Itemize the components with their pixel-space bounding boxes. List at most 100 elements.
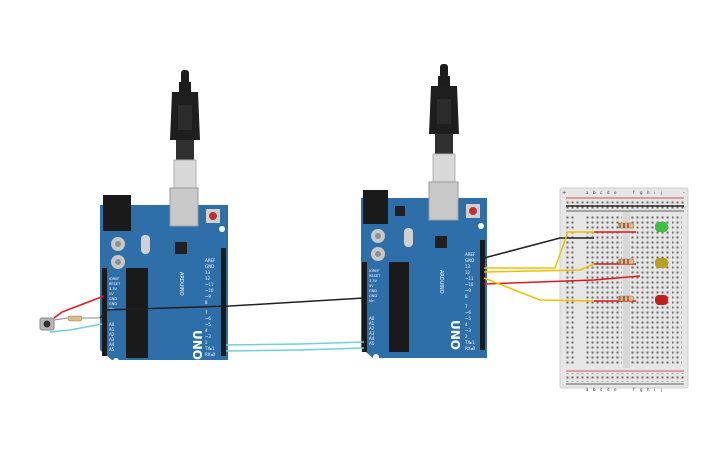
wire-gnd-breadboard[interactable] (483, 237, 594, 259)
svg-text:7: 7 (465, 304, 468, 309)
led-row-2[interactable] (594, 258, 668, 268)
wires[interactable] (49, 231, 641, 352)
svg-text:a: a (586, 190, 589, 195)
svg-text:GND: GND (465, 258, 474, 263)
svg-text:h: h (647, 387, 650, 392)
reset-button-left[interactable] (209, 212, 217, 220)
svg-text:~10: ~10 (205, 288, 214, 293)
svg-text:A0: A0 (109, 322, 115, 327)
resistor-1[interactable] (617, 222, 635, 229)
svg-text:A4: A4 (109, 342, 115, 347)
svg-text:i: i (654, 387, 655, 392)
center-channel (623, 212, 630, 368)
svg-text:g: g (640, 387, 643, 392)
ic-small-right (435, 236, 447, 248)
svg-text:3.3V: 3.3V (109, 287, 118, 291)
wire-button-signal[interactable] (49, 323, 103, 333)
svg-text:5V: 5V (369, 284, 374, 288)
power-jack-right (363, 190, 388, 224)
svg-text:i: i (654, 190, 655, 195)
power-analog-header-left[interactable] (102, 268, 107, 356)
wire-serial-2[interactable] (225, 347, 365, 352)
svg-text:12: 12 (465, 270, 471, 275)
wire-gnd-button[interactable] (99, 313, 105, 319)
svg-text:~5: ~5 (205, 322, 211, 327)
svg-text:A4: A4 (369, 336, 375, 341)
svg-text:f: f (633, 190, 635, 195)
svg-text:2: 2 (465, 334, 468, 339)
svg-text:12: 12 (205, 276, 211, 281)
svg-text:c: c (600, 387, 602, 392)
wire-red-breadboard[interactable] (483, 275, 641, 285)
svg-text:~3: ~3 (465, 328, 471, 333)
svg-text:RX◂0: RX◂0 (205, 352, 216, 357)
reset-button-right[interactable] (469, 207, 477, 215)
svg-text:13: 13 (465, 264, 471, 269)
usb-cable-left[interactable] (170, 70, 200, 189)
svg-text:3.3V: 3.3V (369, 279, 378, 283)
svg-text:AREF: AREF (205, 258, 216, 263)
svg-text:~9: ~9 (205, 294, 211, 299)
svg-text:d: d (607, 387, 610, 392)
arduino-uno-left[interactable]: UNO ARDUINO AREF GND 13 12 ~11 ~10 ~9 8 … (100, 70, 228, 364)
digital-header-left[interactable] (221, 248, 226, 356)
svg-text:8: 8 (205, 300, 208, 305)
svg-text:A2: A2 (109, 332, 115, 337)
wire-serial-1[interactable] (225, 341, 365, 346)
svg-text:a: a (586, 387, 589, 392)
digital-labels-left: AREF GND 13 12 ~11 ~10 ~9 8 7 ~6 ~5 4 ~3… (204, 258, 216, 357)
resistor-2[interactable] (617, 258, 635, 265)
arduino-uno-right[interactable]: UNO ARDUINO AREF GND 13 12 ~11 ~10 ~9 8 … (361, 64, 487, 360)
wire-ground-link[interactable] (103, 297, 365, 311)
svg-text:RESET: RESET (369, 274, 381, 278)
svg-text:b: b (593, 387, 596, 392)
pushbutton-circuit[interactable] (39, 315, 100, 331)
led-row-3[interactable] (594, 295, 668, 305)
rail-minus-label: - (683, 190, 685, 196)
led-row-1[interactable] (594, 222, 668, 233)
mount-hole-left (113, 358, 119, 364)
usb-port-left (169, 187, 199, 227)
yellow-led[interactable] (655, 258, 668, 268)
red-led[interactable] (655, 295, 668, 305)
svg-text:~11: ~11 (205, 282, 214, 287)
svg-text:A5: A5 (369, 341, 375, 346)
svg-text:~9: ~9 (465, 288, 471, 293)
svg-text:GND: GND (369, 289, 377, 293)
wire-yellow-3[interactable] (483, 277, 595, 302)
arduino-text-right: ARDUINO (438, 270, 444, 294)
pulldown-resistor[interactable] (67, 315, 83, 322)
svg-text:j: j (660, 190, 662, 195)
svg-text:13: 13 (205, 270, 211, 275)
uno-text-right: UNO (448, 320, 462, 350)
arduino-text-left: ARDUINO (178, 272, 184, 296)
svg-text:A1: A1 (109, 327, 115, 332)
svg-text:TX▸1: TX▸1 (464, 340, 475, 345)
analog-labels-left: A0 A1 A2 A3 A4 A5 (109, 322, 115, 352)
wire-5v-button[interactable] (53, 295, 105, 319)
pushbutton-cap[interactable] (43, 320, 51, 328)
resistor-3[interactable] (617, 295, 635, 302)
svg-text:AREF: AREF (465, 252, 476, 257)
breadboard[interactable]: + - a b c d e f g h i j a b c d e f g h … (559, 187, 689, 392)
wire-yellow-2[interactable] (483, 263, 595, 273)
svg-text:A5: A5 (109, 347, 115, 352)
power-analog-header-right[interactable] (362, 262, 367, 352)
right-rail-holes (672, 215, 682, 365)
top-rail-holes (566, 200, 684, 209)
svg-text:A0: A0 (369, 316, 375, 321)
digital-header-right[interactable] (480, 240, 485, 350)
rail-plus-label: + (562, 190, 566, 196)
svg-text:d: d (607, 190, 610, 195)
mount-hole-right (373, 354, 379, 360)
atmega-chip-right (389, 262, 409, 352)
crystal-left (141, 235, 150, 254)
green-led[interactable] (655, 222, 668, 232)
mount-hole-left-2 (219, 226, 225, 232)
digital-labels-right: AREF GND 13 12 ~11 ~10 ~9 8 7 ~6 ~5 4 ~3… (464, 252, 476, 351)
svg-text:g: g (640, 190, 643, 195)
usb-cable-right[interactable] (429, 64, 459, 183)
analog-labels-right: A0 A1 A2 A3 A4 A5 (369, 316, 375, 346)
wire-yellow-1[interactable] (484, 231, 594, 269)
svg-text:e: e (614, 190, 617, 195)
